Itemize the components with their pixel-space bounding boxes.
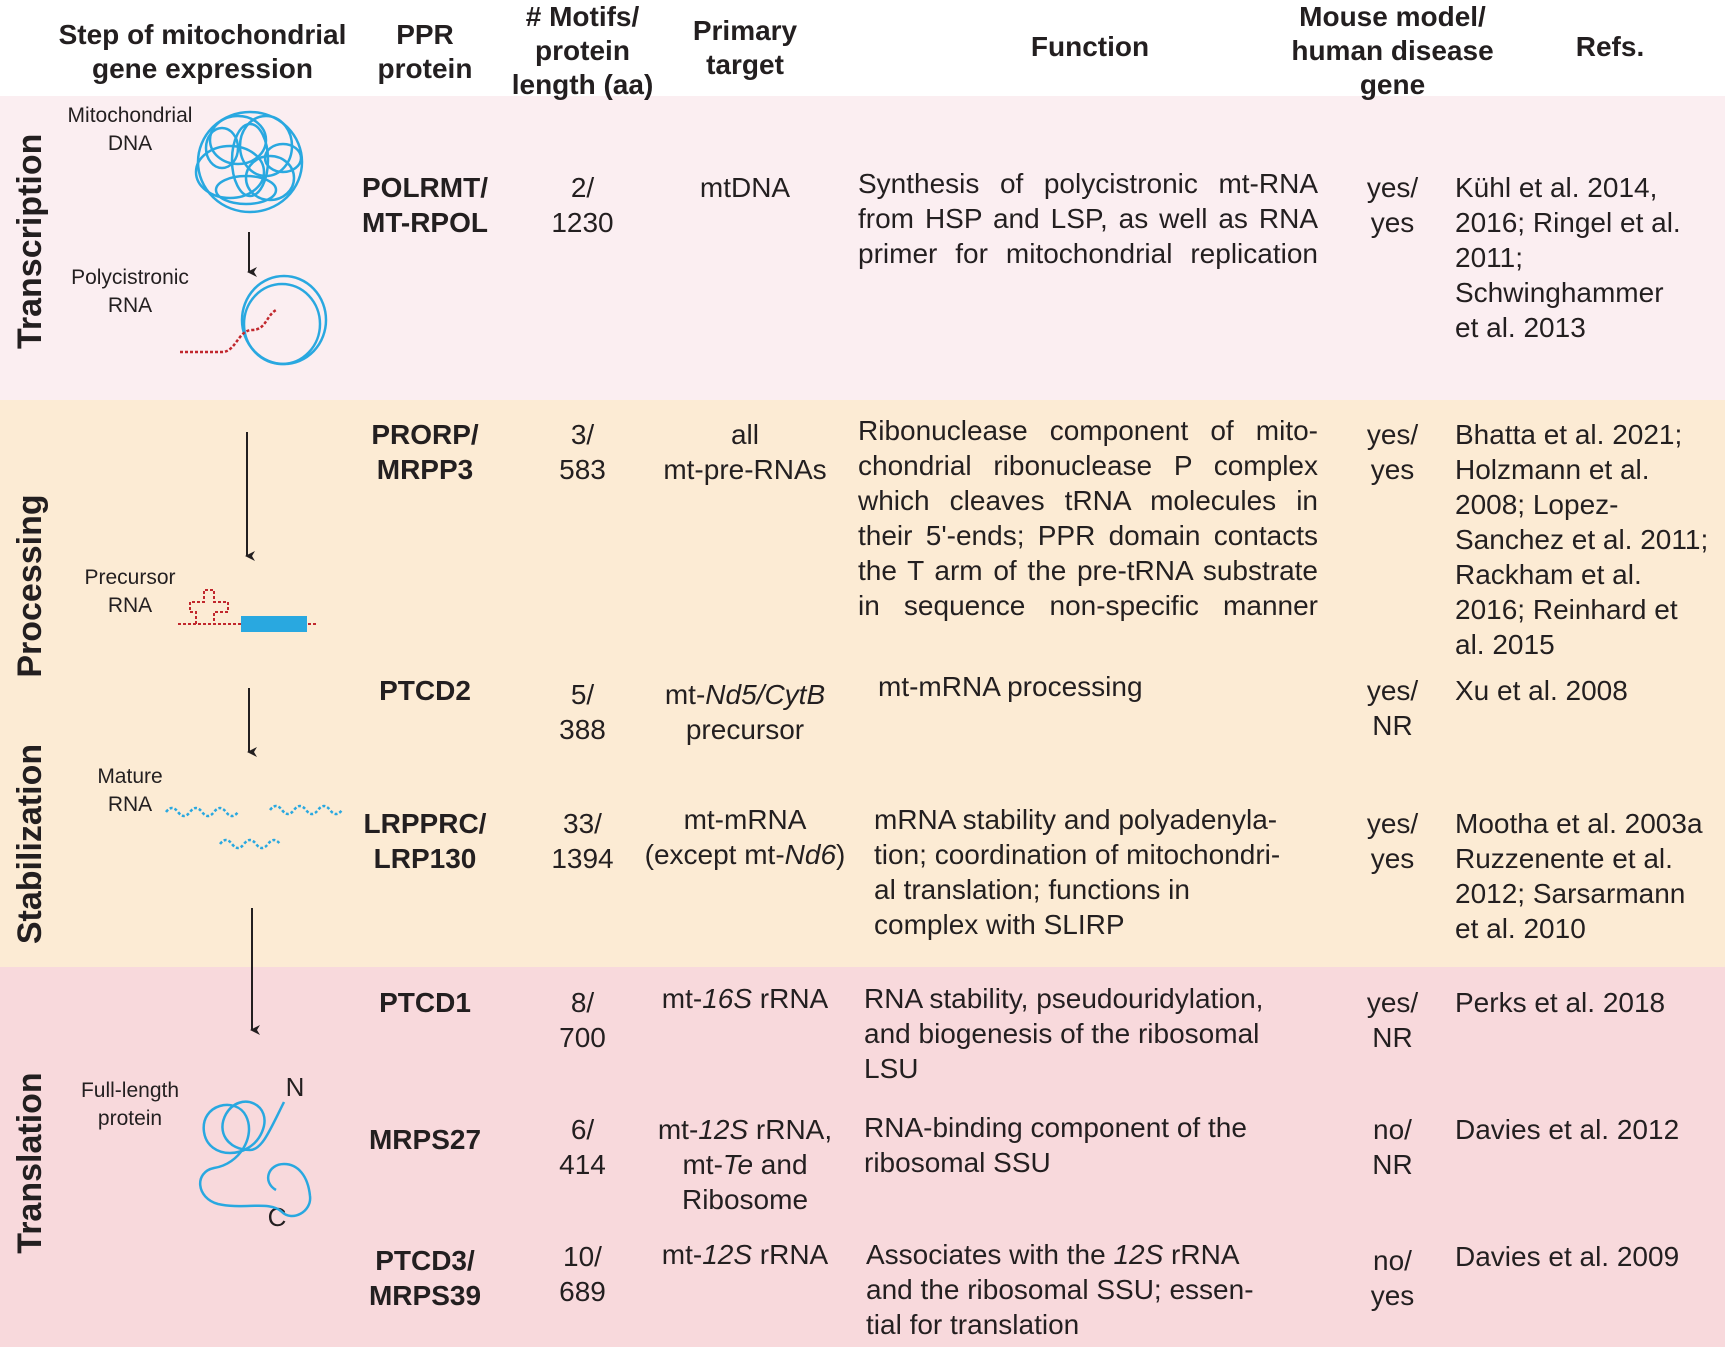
motif-count: 8/ 700 [559,987,606,1053]
precursor-label: Precursor RNA [84,566,176,617]
mtdna-coil-icon [194,110,304,214]
translation-band [0,967,1725,1347]
function-text: Synthesis of polycistronic mt-RNA from H… [858,168,1318,269]
references: Kühl et al. 2014, 2016; Ringel et al. 20… [1455,172,1681,343]
references: Bhatta et al. 2021; Holzmann et al. 2008… [1455,419,1709,660]
header-function: Function [1030,31,1150,62]
references: Perks et al. 2018 [1455,987,1666,1018]
c-terminus-label: C [267,1202,287,1232]
primary-target: mt-16S rRNA [661,983,829,1014]
references: Davies et al. 2012 [1455,1114,1680,1145]
n-terminus-label: N [285,1072,305,1102]
header-ppr: PPR protein [377,19,473,84]
header-refs: Refs. [1575,31,1645,62]
processing-stabilization-band [0,400,1725,967]
references: Xu et al. 2008 [1455,675,1628,706]
header-motifs: # Motifs/ protein length (aa) [511,1,654,100]
mature-rna-icon [165,804,343,850]
function-text: RNA stability, pseudouridylation, and bi… [864,983,1264,1084]
protein-name: PTCD2 [379,675,471,706]
references: Mootha et al. 2003a Ruzzenente et al. 20… [1455,808,1703,944]
mouse-model: yes/ yes [1366,419,1419,485]
mature-label: Mature RNA [97,765,163,816]
header-mouse: Mouse model/ human disease gene [1291,1,1494,100]
header-target: Primary target [692,15,798,80]
protein-name: LRPPRC/ LRP130 [363,808,487,874]
motif-count: 2/ 1230 [551,172,614,238]
motif-count: 33/ 1394 [551,808,614,874]
function-text: Ribonuclease component of mito-chondrial… [858,415,1318,621]
motif-count: 5/ 388 [559,679,606,745]
protein-name: PTCD3/ MRPS39 [368,1245,482,1311]
function-text: mRNA stability and polyadenyla- tion; co… [874,804,1281,940]
mouse-model: yes/ NR [1366,675,1419,741]
motif-count: 10/ 689 [559,1241,606,1307]
mouse-model: no/ NR [1372,1114,1413,1180]
polycistronic-rna-icon [180,274,328,366]
primary-target: mt-mRNA(except mt-Nd6) [644,804,846,870]
mouse-model: no/ yes [1370,1245,1415,1311]
protein-name: PRORP/ MRPP3 [371,419,479,485]
function-text: RNA-binding component of the ribosomal S… [864,1112,1247,1178]
primary-target: mt-12S rRNA [661,1239,829,1270]
precursor-rna-icon [178,589,316,632]
references: Davies et al. 2009 [1455,1241,1680,1272]
protein-coil-icon [198,1100,312,1218]
mtdna-label: Mitochondrial DNA [67,104,193,155]
protein-label: Full-length protein [80,1079,180,1130]
primary-target: mtDNA [699,172,791,203]
mouse-model: yes/ yes [1366,172,1419,238]
mouse-model: yes/ NR [1366,987,1419,1053]
polycistronic-label: Polycistronic RNA [71,266,189,317]
function-text: mt-mRNA processing [878,671,1143,702]
header-step: Step of mitochondrial gene expression [58,19,347,84]
mouse-model: yes/ yes [1366,808,1419,874]
motif-count: 6/ 414 [559,1114,606,1180]
transcription-band [0,96,1725,400]
protein-name: POLRMT/ MT-RPOL [362,172,488,238]
protein-name: PTCD1 [379,987,471,1018]
protein-name: MRPS27 [368,1124,482,1155]
motif-count: 3/ 583 [559,419,606,485]
